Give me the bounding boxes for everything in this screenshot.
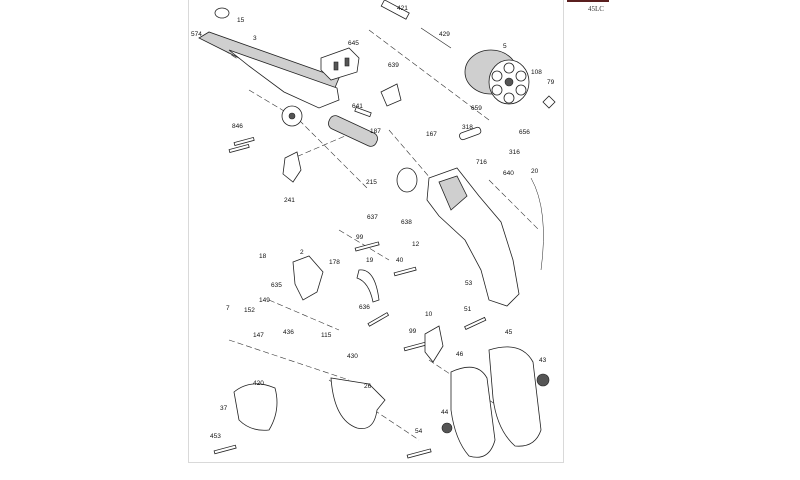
part-label: 44: [441, 409, 449, 416]
part-label: 241: [284, 197, 295, 204]
part-label: 846: [232, 123, 243, 130]
part-label: 639: [388, 62, 399, 69]
part-label: 43: [539, 357, 547, 364]
part-label: 149: [259, 297, 270, 304]
top-accent-bar: [567, 0, 609, 2]
latch-part: [320, 47, 360, 81]
part-label: 645: [348, 40, 359, 47]
part-label: 20: [531, 168, 539, 175]
part-label: 421: [397, 5, 408, 12]
right-grip-part: [488, 346, 542, 447]
part-label: 178: [329, 259, 340, 266]
extractor-part: [542, 95, 556, 109]
part-label: 637: [367, 214, 378, 221]
part-label: 716: [476, 159, 487, 166]
part-label: 45: [505, 329, 513, 336]
part-label: 99: [356, 234, 364, 241]
trigger-part: [424, 325, 444, 363]
part-label: 12: [412, 241, 420, 248]
parts-diagram-svg: 15 574 3 645 421 429 5 108 79 639 641 18…: [191, 0, 556, 459]
part-label: 152: [244, 307, 255, 314]
front-sight-part: [214, 7, 230, 19]
mainspring-part: [530, 177, 544, 271]
part-label: 26: [364, 383, 372, 390]
hammer-nose-part: [380, 83, 402, 107]
part-label: 638: [401, 219, 412, 226]
part-label: 2: [300, 249, 304, 256]
part-label: 187: [370, 128, 381, 135]
part-label: 99: [409, 328, 417, 335]
side-plate-part: [233, 383, 278, 431]
cam-part: [282, 151, 302, 183]
part-label: 10: [425, 311, 433, 318]
part-label: 54: [415, 428, 423, 435]
part-label: 19: [366, 257, 374, 264]
part-label: 574: [191, 31, 202, 38]
part-label: 436: [283, 329, 294, 336]
cylinder-part: [464, 49, 530, 105]
part-label: 46: [456, 351, 464, 358]
corner-code: 45LC: [588, 5, 604, 13]
part-label: 641: [352, 103, 363, 110]
part-label: 420: [253, 380, 264, 387]
part-label: 215: [366, 179, 377, 186]
part-label: 656: [519, 129, 530, 136]
escutcheon-part: [441, 422, 453, 434]
part-label: 453: [210, 433, 221, 440]
part-label: 429: [439, 31, 450, 38]
part-label: 51: [464, 306, 472, 313]
part-label: 7: [226, 305, 230, 312]
left-grip-part: [450, 366, 496, 458]
part-label: 79: [547, 79, 555, 86]
part-label: 53: [465, 280, 473, 287]
part-label: 659: [471, 105, 482, 112]
part-label: 316: [509, 149, 520, 156]
part-label: 430: [347, 353, 358, 360]
exploded-parts-diagram: 15 574 3 645 421 429 5 108 79 639 641 18…: [189, 0, 563, 462]
part-label: 318: [462, 124, 473, 131]
hammer-part: [292, 255, 324, 301]
hand-part: [356, 269, 380, 303]
part-label: 115: [321, 332, 332, 339]
part-label: 108: [531, 69, 542, 76]
trigger-guard-part: [330, 377, 386, 429]
part-label: 147: [253, 332, 264, 339]
spring-part: [420, 27, 452, 49]
part-label: 37: [220, 405, 228, 412]
part-label: 636: [359, 304, 370, 311]
frame-part: [396, 167, 520, 307]
ejector-rod-part: [380, 0, 410, 20]
part-label: 167: [426, 131, 437, 138]
part-label: 640: [503, 170, 514, 177]
base-pin-part: [328, 115, 378, 147]
part-label: 18: [259, 253, 267, 260]
part-label: 3: [253, 35, 257, 42]
part-label: 15: [237, 17, 245, 24]
grip-nut-part: [536, 373, 550, 387]
part-labels: 15 574 3 645 421 429 5 108 79 639 641 18…: [191, 5, 555, 440]
part-label: 40: [396, 257, 404, 264]
part-label: 5: [503, 43, 507, 50]
barrel-part: [198, 31, 340, 127]
part-label: 635: [271, 282, 282, 289]
